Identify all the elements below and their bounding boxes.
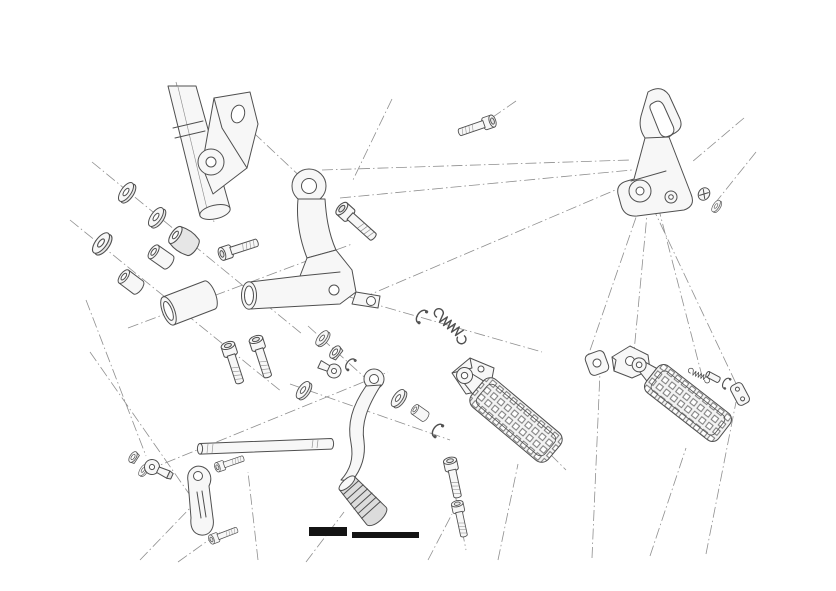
footer-bar bbox=[309, 527, 347, 536]
rear-hanger-plate bbox=[584, 350, 610, 376]
front-footpeg bbox=[456, 367, 563, 463]
ball-joint bbox=[317, 360, 342, 379]
spacer-sleeve bbox=[160, 280, 218, 326]
selector-lever bbox=[187, 465, 214, 536]
frame-bracket bbox=[197, 91, 259, 195]
end-plate bbox=[730, 382, 750, 406]
rear-footpeg bbox=[631, 357, 732, 442]
footer-bar bbox=[352, 532, 419, 538]
self-tapping-screw bbox=[697, 187, 711, 201]
ball-joint bbox=[144, 459, 174, 480]
rear-footpeg-hanger bbox=[617, 88, 693, 217]
linkage-rod bbox=[196, 438, 335, 455]
shift-lever-rubber-pad bbox=[338, 475, 388, 527]
footrest-hanger-bracket bbox=[241, 168, 381, 310]
